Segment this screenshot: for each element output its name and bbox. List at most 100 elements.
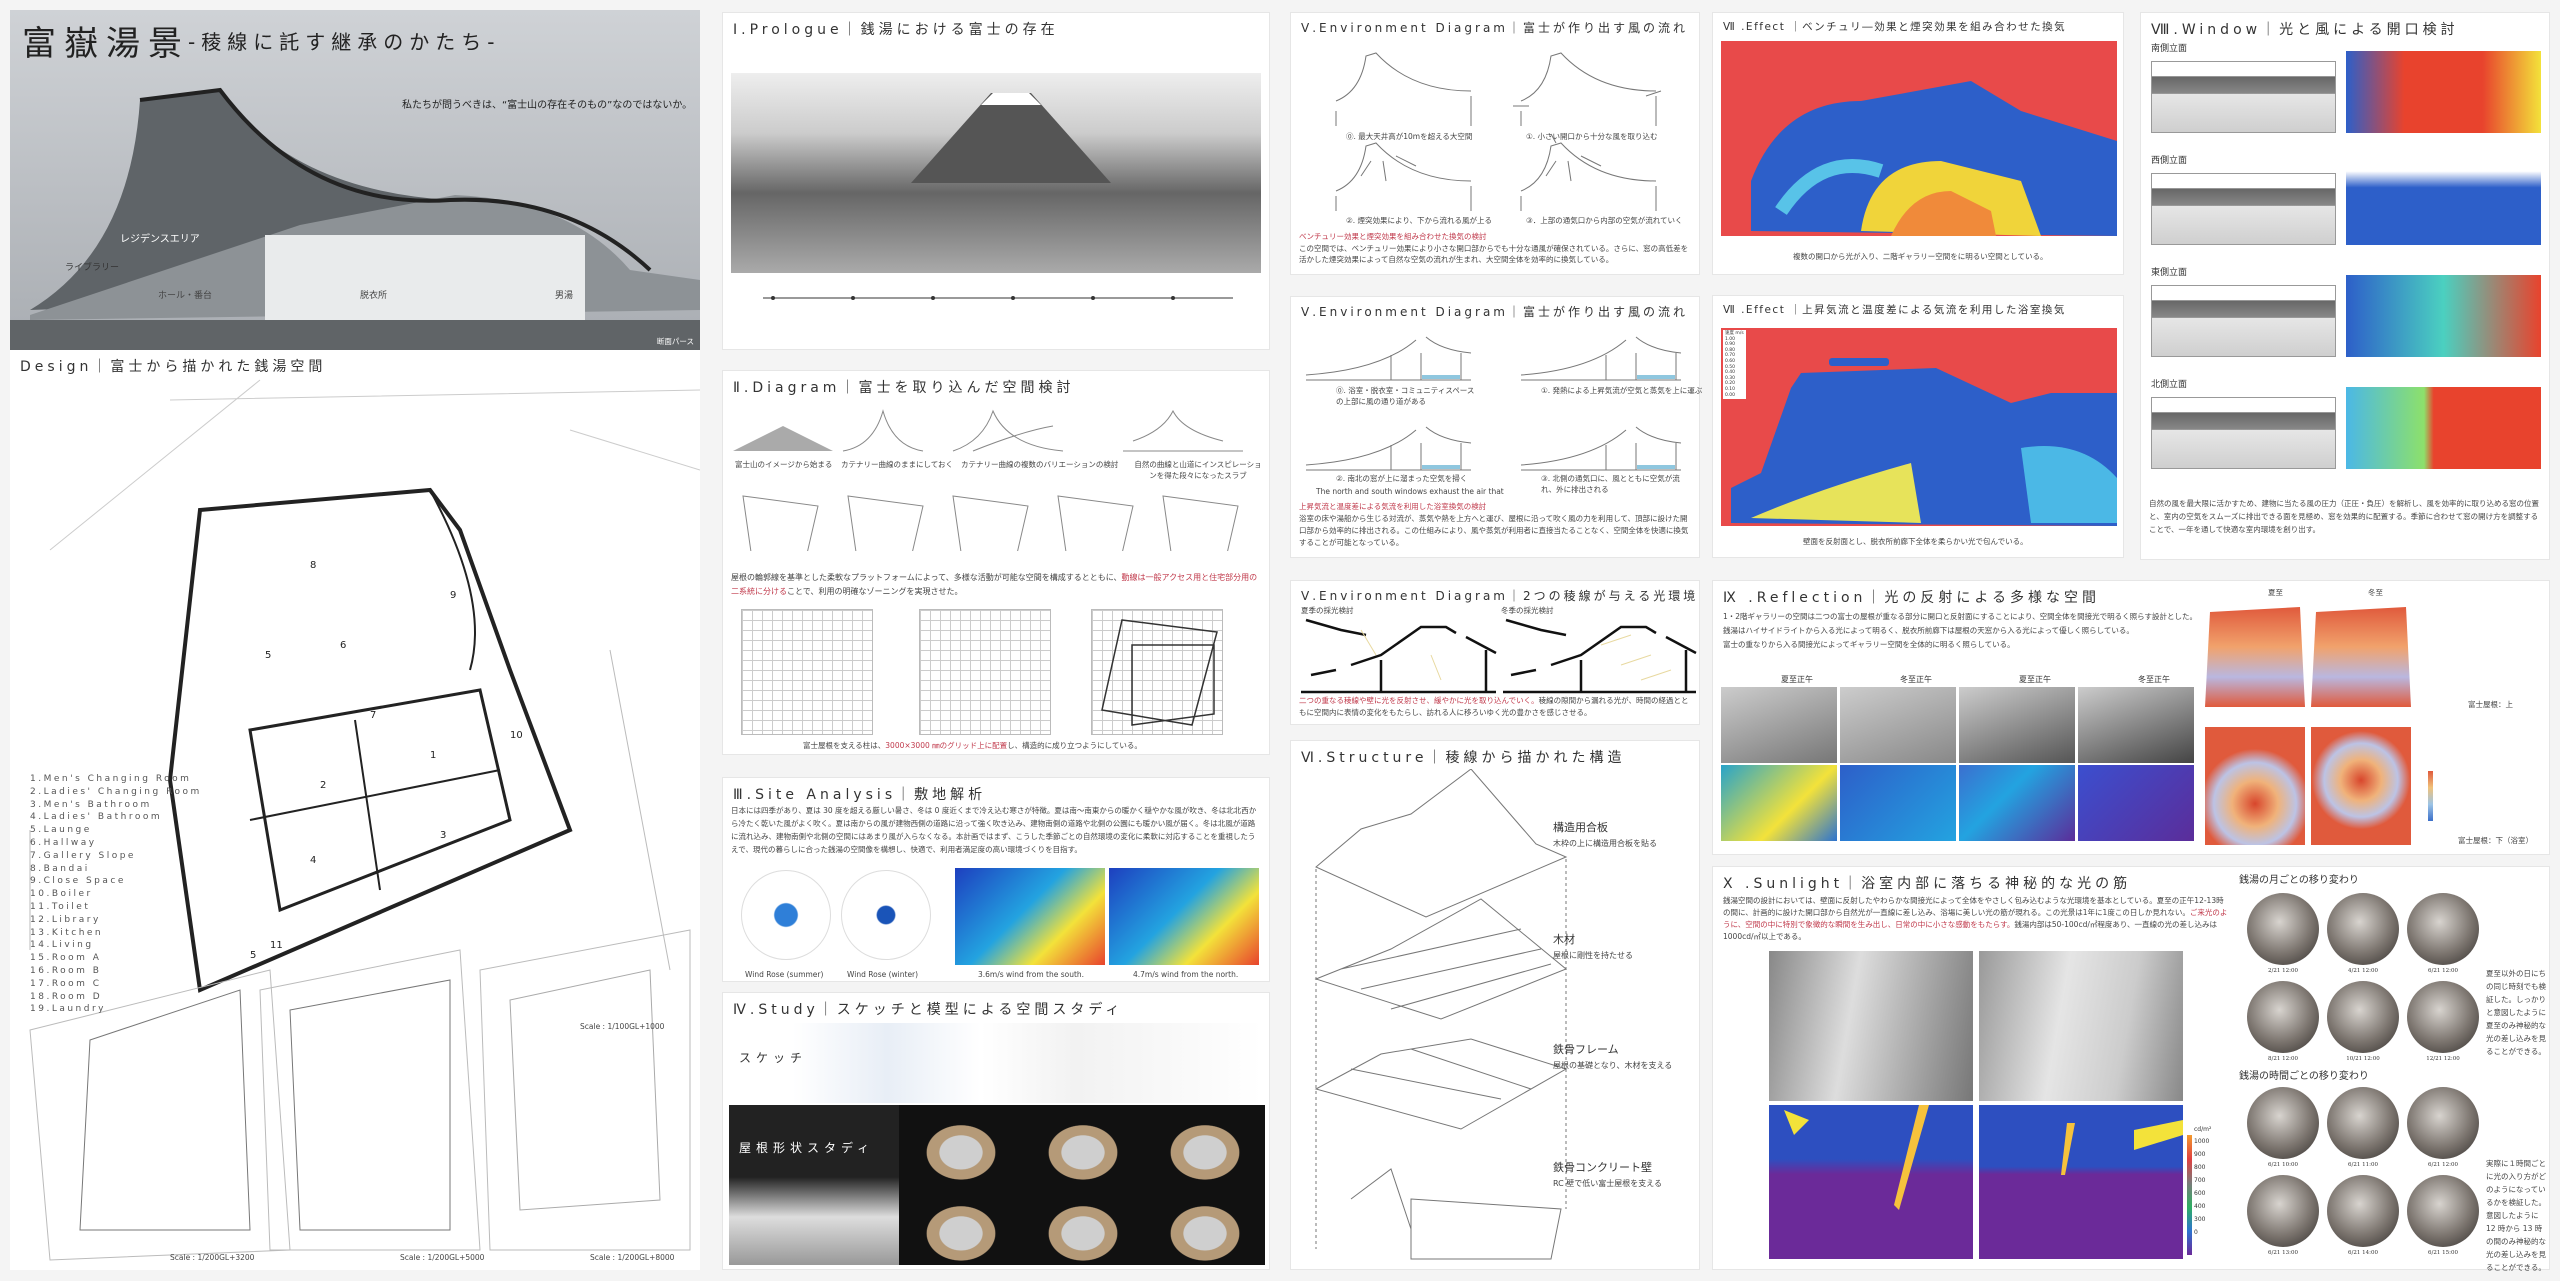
environment-wind-section: Ⅴ.Environment Diagram｜富士が作り出す風の流れ ⓪. 最大天… xyxy=(1290,12,1700,275)
prologue-title: Ⅰ.Prologue｜銭湯における富士の存在 xyxy=(733,22,1059,38)
fisheye-image xyxy=(2327,893,2399,965)
legend-item: 6.Hallway xyxy=(30,837,97,848)
legend-item: 4.Ladies' Bathroom xyxy=(30,812,163,823)
legend-tick: 0.10 xyxy=(1725,386,1736,392)
wind-rose-summer-label: Wind Rose (summer) xyxy=(745,970,824,979)
bath-cfd-result xyxy=(1721,328,2117,526)
luminance-map-1 xyxy=(1769,1105,1973,1259)
env1-caption-1: ①. 小さい開口から十分な風を取り込む xyxy=(1526,132,1658,141)
fisheye-timestamp: 6/21 11:00 xyxy=(2348,1162,2378,1168)
legend-tick: 1000 xyxy=(2194,1138,2210,1145)
env1-heading: ベンチュリー効果と煙突効果を組み合わせた換気の検討 xyxy=(1299,232,1487,241)
grid-caption-a: 富士屋根を支える柱は、 xyxy=(803,741,886,750)
legend-item: 17.Room C xyxy=(30,978,102,989)
illuminance-map xyxy=(1959,765,2075,841)
study-section: Ⅳ.Study｜スケッチと模型による空間スタディ スケッチ 屋根形状スタディ xyxy=(722,992,1270,1270)
window-section: Ⅷ.Window｜光と風による開口検討 南側立面西側立面東側立面北側立面 自然の… xyxy=(2140,12,2550,560)
room-number: 5 xyxy=(250,950,257,961)
effect1-title: Ⅶ .Effect ｜ベンチュリ―効果と煙突効果を組み合わせた換気 xyxy=(1723,21,2067,33)
env3-text-body: 稜線の隙間から漏れる光が、時間の経過とともに空間内に表情の変化をもたらし、訪れる… xyxy=(1299,696,1689,717)
diagram-text: 屋根の輪郭線を基準とした柔軟なプラットフォームによって、多様な活動が可能な空間を… xyxy=(731,571,1261,599)
fisheye-image xyxy=(2247,981,2319,1053)
grid-caption: 富士屋根を支える柱は、3000×3000 ㎜のグリッド上に配置し、構造的に成り立… xyxy=(803,739,1142,753)
diagram-caption-4: 自然の曲線と山道にインスピレーションを得た段々になったスラブ xyxy=(1134,460,1262,480)
legend-unit: cd/m² xyxy=(2194,1126,2212,1133)
structure-layer-3: 鉄骨フレーム屋根の基礎となり、木材を支える xyxy=(1553,1041,1672,1071)
room-number: 2 xyxy=(320,780,327,791)
legend-item: 15.Room A xyxy=(30,953,102,964)
sunlight-render-1 xyxy=(1769,951,1973,1101)
illuminance-upper-winter xyxy=(2311,607,2411,707)
hourly-title: 銭湯の時間ごとの移り変わり xyxy=(2239,1071,2369,1082)
wind-flow-diagrams xyxy=(1335,52,1662,211)
daylight-section-diagrams xyxy=(1301,618,1697,694)
wind-north-label: 4.7m/s wind from the north. xyxy=(1133,970,1239,979)
floor-plan-drawing xyxy=(29,379,700,1261)
env1-caption-3: ③．上部の通気口から内部の空気が流れていく xyxy=(1526,216,1683,225)
room-number: 4 xyxy=(310,855,317,866)
elevation-label: 南側立面 xyxy=(2151,44,2188,54)
room-legend: 1.Men's Changing Room 2.Ladies' Changing … xyxy=(30,773,202,1016)
reflection-line: 1・2階ギャラリーの空間は二つの富士の屋根が重なる部分に開口と反射面にすることに… xyxy=(1723,612,2198,621)
legend-tick: 300 xyxy=(2194,1216,2206,1223)
label-changing: 脱衣所 xyxy=(360,291,388,301)
legend-item: 8.Bandai xyxy=(30,863,90,874)
structure-layer-2: 木材屋根に剛性を持たせる xyxy=(1553,931,1633,961)
fisheye-view: 6/21 10:00 xyxy=(2243,1083,2323,1171)
reflection-section: Ⅸ .Reflection｜光の反射による多様な空間 1・2階ギャラリーの空間は… xyxy=(1712,580,2550,855)
fisheye-view: 2/21 12:00 xyxy=(2243,889,2323,977)
mount-fuji-graphic xyxy=(911,93,1111,183)
fisheye-view: 6/21 15:00 xyxy=(2403,1171,2483,1259)
diagram-caption-1: 富士山のイメージから始まる xyxy=(735,460,833,469)
diagram-text-a: 屋根の輪郭線を基準とした柔軟なプラットフォームによって、多様な活動が可能な空間を… xyxy=(731,573,1122,582)
hero-quote: 私たちが問うべきは、“富士山の存在そのもの”なのではないか。 xyxy=(402,100,693,111)
fisheye-image xyxy=(2327,1175,2399,1247)
legend-item: 18.Room D xyxy=(30,991,103,1002)
season-label-summer: 夏至 xyxy=(2268,588,2283,597)
room-number: 7 xyxy=(370,710,377,721)
sketch-drawings xyxy=(793,1023,1263,1103)
hourly-note: 実際に１時間ごとに光の入り方がどのようになっているかを検証した。意図したように … xyxy=(2486,1159,2546,1272)
legend-tick: 0.20 xyxy=(1725,381,1736,387)
scale-label-3200: Scale : 1/200GL+3200 xyxy=(170,1253,255,1262)
room-number: 1 xyxy=(430,750,437,761)
label-hall: ホール・番台 xyxy=(158,291,213,301)
grid-caption-highlight: 3000×3000 ㎜のグリッド上に配置 xyxy=(885,741,1008,750)
fisheye-image xyxy=(2247,893,2319,965)
wind-pressure-map xyxy=(2346,275,2541,357)
legend-item: 2.Ladies' Changing Room xyxy=(30,786,202,797)
legend-item: 1.Men's Changing Room xyxy=(30,774,192,784)
monthly-title: 銭湯の月ごとの移り変わり xyxy=(2239,875,2359,886)
illuminance-map xyxy=(1721,765,1837,841)
photo-label: 冬至正午 xyxy=(2138,675,2170,684)
reflection-line: 銭湯はハイサイドライトから入る光によって明るく、脱衣所前廊下は屋根の天窓から入る… xyxy=(1723,626,2134,635)
fisheye-timestamp: 4/21 12:00 xyxy=(2348,968,2378,974)
daylight-render xyxy=(1721,687,1837,763)
fisheye-timestamp: 8/21 12:00 xyxy=(2268,1056,2298,1062)
legend-tick: 0.40 xyxy=(1725,370,1736,376)
fisheye-timestamp: 6/21 12:00 xyxy=(2428,1162,2458,1168)
sunlight-section: Ⅹ .Sunlight｜浴室内部に落ちる神秘的な光の筋 銭湯空間の設計においては… xyxy=(1712,866,2550,1272)
wind-simulation-south xyxy=(955,868,1105,965)
window-title: Ⅷ.Window｜光と風による開口検討 xyxy=(2151,22,2459,38)
legend-unit: 速度 m/s xyxy=(1725,331,1744,336)
env2-caption-2: ②. 南北の窓が上に溜まった空気を掃く xyxy=(1336,474,1468,483)
legend-tick: 700 xyxy=(2194,1177,2206,1184)
effect2-title: Ⅶ .Effect ｜上昇気流と温度差による気流を利用した浴室換気 xyxy=(1723,304,2066,316)
label-library: ライブラリー xyxy=(65,263,120,273)
illuminance-lower-winter xyxy=(2311,727,2411,845)
room-number: 10 xyxy=(510,730,523,741)
env1-caption-0: ⓪. 最大天井高が10mを超える大空間 xyxy=(1346,132,1473,141)
fisheye-view: 8/21 12:00 xyxy=(2243,977,2323,1065)
fisheye-image xyxy=(2327,1087,2399,1159)
illuminance-map xyxy=(2078,765,2194,841)
fisheye-timestamp: 2/21 12:00 xyxy=(2268,968,2298,974)
diagram-caption-3: カテナリー曲線の複数のバリエーションの検討 xyxy=(961,460,1119,469)
reflection-line: 富士の重なりから入る間接光によってギャラリー空間を全体的に明るく照らしている。 xyxy=(1723,640,2015,649)
legend-tick: 0.00 xyxy=(1725,392,1736,398)
exploded-axonometric xyxy=(1314,769,1568,1260)
legend-item: 14.Living xyxy=(30,940,94,951)
grid-diagram-1 xyxy=(741,609,873,735)
structure-section: Ⅵ.Structure｜稜線から描かれた構造 構造用合板木枠の上に構造用合板を貼… xyxy=(1290,740,1700,1270)
legend-item: 11.Toilet xyxy=(30,901,91,912)
